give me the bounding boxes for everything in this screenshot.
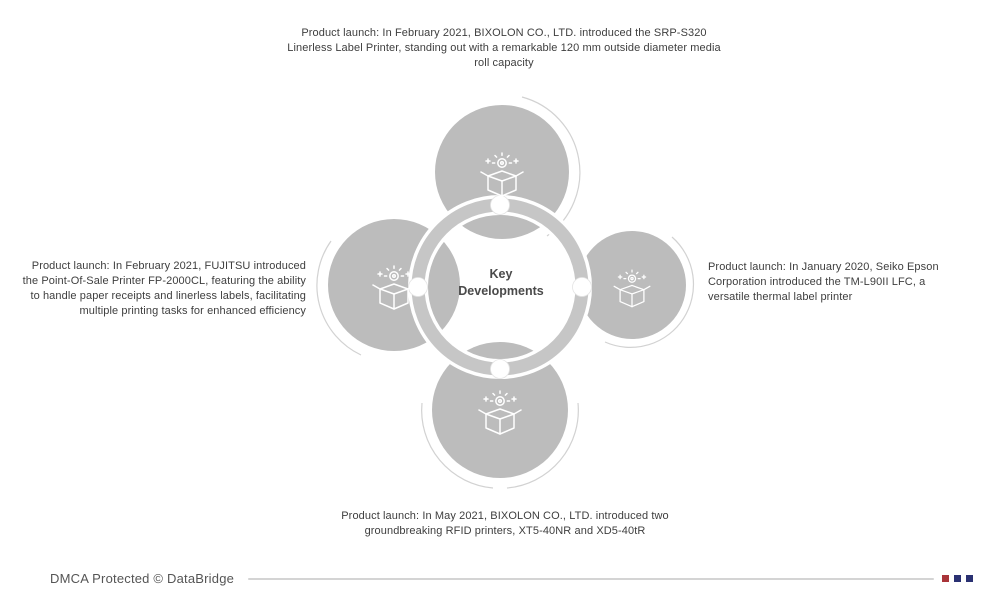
footer: DMCA Protected © DataBridge (0, 570, 1008, 594)
databridge-brand-squares (942, 575, 973, 582)
connector-dot-right (572, 277, 592, 297)
dmca-protected-label: DMCA Protected © DataBridge (50, 571, 235, 586)
connector-dot-bottom (490, 359, 510, 379)
brand-square-navy-icon (966, 575, 973, 582)
decorative-arc-bottom-right (506, 402, 579, 489)
annotation-left: Product launch: In February 2021, FUJITS… (22, 260, 306, 317)
center-title-line1: Key (489, 267, 513, 281)
annotation-bottom: Product launch: In May 2021, BIXOLON CO.… (341, 510, 669, 537)
connector-dot-left (408, 277, 428, 297)
center-title-line2: Developments (458, 283, 544, 298)
center-title: Key Developments (440, 266, 562, 300)
node-circle-bottom (432, 342, 568, 478)
decorative-arc-top (521, 96, 581, 237)
brand-square-red-icon (942, 575, 949, 582)
decorative-arc-bottom-left (421, 402, 494, 489)
annotation-top: Product launch: In February 2021, BIXOLO… (287, 27, 721, 69)
decorative-arc-right (604, 236, 695, 348)
brand-square-navy-icon (954, 575, 961, 582)
decorative-arc-left (316, 240, 362, 356)
footer-divider-line (248, 578, 934, 580)
connector-dot-top (490, 195, 510, 215)
annotation-right: Product launch: In January 2020, Seiko E… (708, 261, 939, 303)
